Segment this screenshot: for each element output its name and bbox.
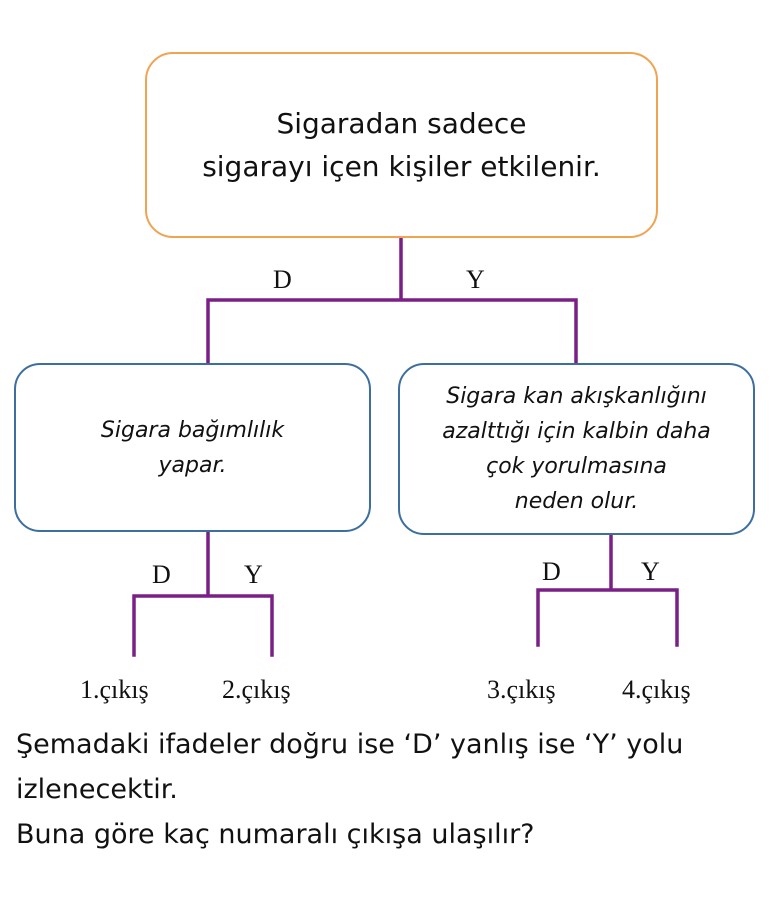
branch-label-y-left: Y [244,560,263,589]
question-line-1: Şemadaki ifadeler doğru ise ‘D’ yanlış i… [16,729,684,760]
connector-root [206,236,578,365]
right-statement-line-2: azalttığı için kalbin daha [442,419,711,444]
left-statement-line-2: yapar. [158,452,227,478]
right-statement-line-1: Sigara kan akışkanlığını [446,384,707,409]
branch-label-d-root: D [273,265,292,294]
left-statement-box: Sigara bağımlılık yapar. [14,363,371,532]
branch-label-y-right: Y [641,557,660,586]
right-statement-line-3: çok yorulmasına [486,454,667,479]
connector-left [132,530,274,657]
branch-label-d-right: D [542,557,561,586]
exit-1-label: 1.çıkış [80,675,149,704]
exit-4-label: 4.çıkış [622,675,691,704]
question-text: Şemadaki ifadeler doğru ise ‘D’ yanlış i… [16,722,766,857]
branch-label-y-root: Y [466,265,485,294]
left-statement-line-1: Sigara bağımlılık [100,417,285,443]
root-statement-line-2: sigarayı içen kişiler etkilenir. [202,150,601,183]
right-statement-line-4: neden olur. [514,489,639,514]
connector-right [536,533,679,647]
exit-2-label: 2.çıkış [222,675,291,704]
question-line-3: Buna göre kaç numaralı çıkışa ulaşılır? [16,819,535,850]
root-statement-line-1: Sigaradan sadece [276,107,527,140]
right-statement-box: Sigara kan akışkanlığını azalttığı için … [398,363,755,535]
exit-3-label: 3.çıkış [487,675,556,704]
question-line-2: izlenecektir. [16,774,178,805]
root-statement-box: Sigaradan sadece sigarayı içen kişiler e… [145,52,658,238]
branch-label-d-left: D [152,560,171,589]
